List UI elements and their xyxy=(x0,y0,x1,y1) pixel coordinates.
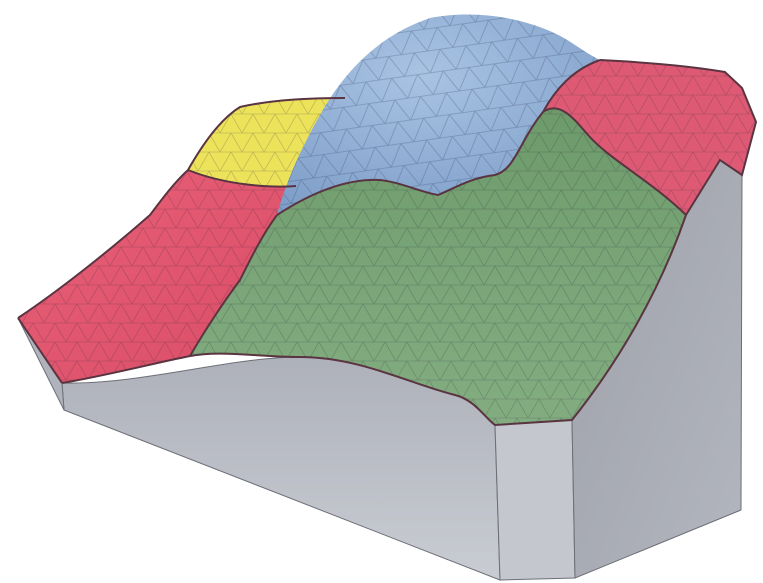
red-region-left-mesh xyxy=(18,170,296,383)
green-region-mesh xyxy=(190,108,686,425)
terrain-surface xyxy=(18,14,756,425)
block-front-face xyxy=(61,356,501,581)
blue-dome-mesh xyxy=(277,14,600,216)
block-front-right-face xyxy=(494,419,576,581)
region-boundaries xyxy=(17,59,758,427)
red-region-right-mesh xyxy=(543,60,756,215)
block-body xyxy=(17,159,743,581)
